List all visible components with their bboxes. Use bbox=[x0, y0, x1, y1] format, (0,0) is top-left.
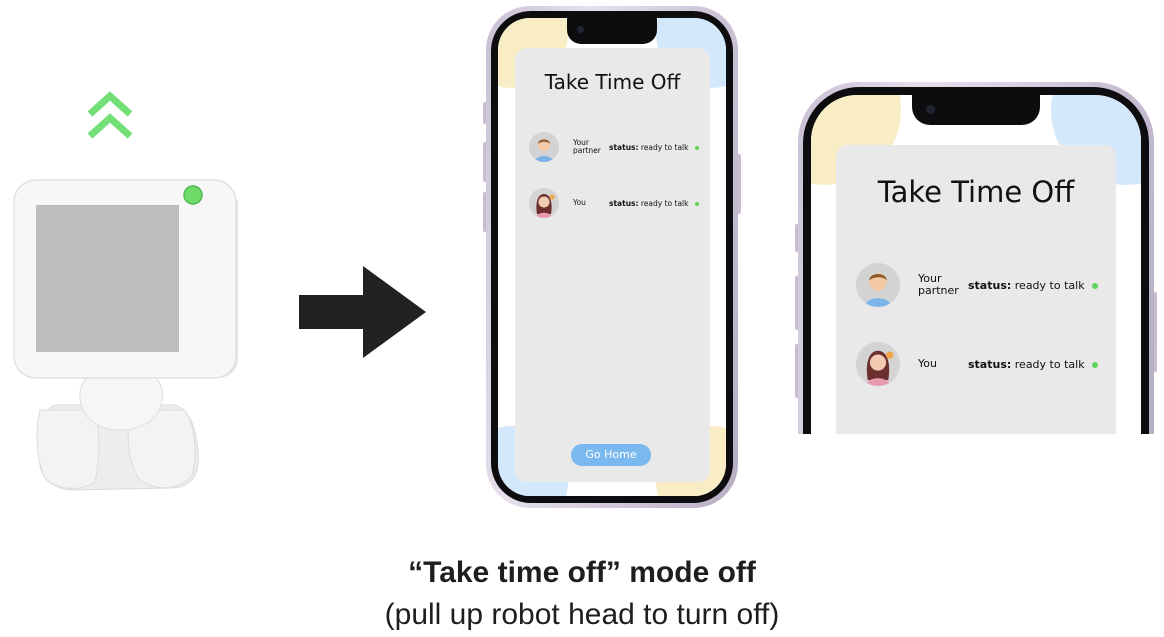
phone-screen: Take Time Off Your partner status: ready… bbox=[811, 95, 1141, 434]
app-card: Take Time Off Your partner status: ready… bbox=[515, 48, 710, 482]
female-avatar-icon bbox=[529, 188, 559, 218]
status-row-partner: Your partner status: ready to talk bbox=[836, 263, 1116, 307]
app-card: Take Time Off Your partner status: ready… bbox=[836, 145, 1116, 434]
go-home-button[interactable]: Go Home bbox=[571, 444, 651, 466]
status-row-you: You status: ready to talk bbox=[836, 342, 1116, 386]
caption-title: “Take time off” mode off bbox=[408, 556, 756, 589]
status-text: status: ready to talk bbox=[968, 358, 1099, 371]
status-text: status: ready to talk bbox=[968, 279, 1099, 292]
right-arrow-icon bbox=[295, 262, 430, 362]
row-label: Your partner bbox=[573, 138, 601, 155]
row-label: Your partner bbox=[918, 272, 959, 297]
robot-status-led bbox=[183, 185, 203, 205]
robot-illustration bbox=[0, 80, 250, 500]
phone-mockup-full: Take Time Off Your partner status: ready… bbox=[483, 6, 741, 508]
male-avatar-icon bbox=[529, 132, 559, 162]
app-title: Take Time Off bbox=[544, 70, 681, 94]
status-dot bbox=[1092, 361, 1099, 368]
status-dot bbox=[1092, 282, 1099, 289]
row-label: You bbox=[918, 357, 937, 371]
status-text: status: ready to talk bbox=[609, 143, 699, 152]
caption-subtitle: (pull up robot head to turn off) bbox=[384, 598, 780, 631]
status-dot bbox=[694, 201, 699, 206]
status-text: status: ready to talk bbox=[609, 199, 699, 208]
phone-mockup-zoomed: Take Time Off Your partner status: ready… bbox=[795, 82, 1157, 434]
male-avatar-icon bbox=[856, 263, 900, 307]
status-dot bbox=[694, 145, 699, 150]
status-row-partner: Your partner status: ready to talk bbox=[515, 132, 710, 162]
app-title: Take Time Off bbox=[877, 175, 1075, 209]
status-row-you: You status: ready to talk bbox=[515, 188, 710, 218]
robot-screen bbox=[36, 205, 179, 352]
female-avatar-icon bbox=[856, 342, 900, 386]
double-chevron-up-icon bbox=[87, 91, 133, 139]
row-label: You bbox=[573, 198, 586, 208]
phone-screen: Take Time Off Your partner status: ready… bbox=[498, 18, 726, 496]
